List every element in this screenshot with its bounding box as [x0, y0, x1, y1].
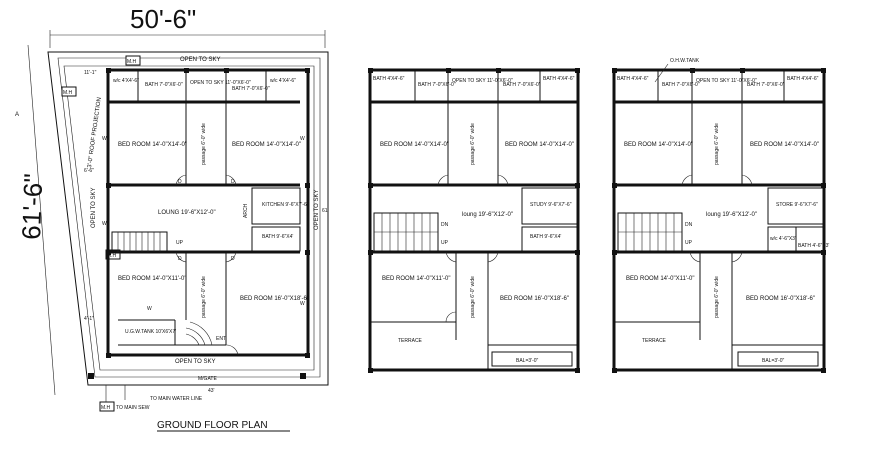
first-study-label: STUDY 9'-6"X7'-6" [530, 202, 572, 208]
manhole-3: M.H [107, 253, 117, 259]
ground-floor-plan: 50'-6" 61'-6" OPEN TO SKY OPEN TO SKY OP… [15, 4, 329, 432]
first-loung-label: loung 19'-6"X12'-0" [462, 212, 513, 218]
second-open-sky: OPEN TO SKY 11'-0"X6'-0" [696, 78, 757, 84]
section-mark: A [15, 112, 19, 118]
second-bed2-label: BED ROOM 14'-0"X14'-0" [750, 142, 819, 148]
first-dn-label: DN [441, 222, 449, 228]
open-to-sky-top: OPEN TO SKY [180, 57, 220, 63]
first-bath1-label: BATH 4'X4'-6" [373, 76, 405, 82]
first-bath4-label: BATH 4'X4'-6" [543, 76, 575, 82]
open-to-sky-bottom: OPEN TO SKY [175, 359, 215, 365]
open-to-sky-left: OPEN TO SKY [91, 188, 97, 228]
open-to-sky-right: OPEN TO SKY [314, 190, 320, 230]
second-dn-label: DN [685, 222, 693, 228]
first-stair [373, 212, 439, 252]
ground-window-4: W [300, 301, 305, 307]
second-bath2-label: BATH 7'-0"X6'-0" [662, 82, 700, 88]
ground-door-2: D [231, 179, 235, 185]
dim-6-6: 6'-6" [84, 168, 94, 174]
ground-door-1: D [178, 179, 182, 185]
ground-window-3: W [102, 221, 107, 227]
to-main-sew-label: TO MAIN SEW [116, 405, 150, 411]
second-bed4-label: BED ROOM 16'-0"X18'-6" [746, 296, 815, 302]
manhole-2: M.H [127, 59, 137, 65]
manhole-1: M.H [63, 90, 73, 96]
ground-passage-bottom: passage 6'-0" wide [201, 276, 207, 318]
roof-projection-label: 3'-0" ROOF PROJECTION [87, 97, 103, 168]
second-wc-label: w/c 4'-6"X3' [770, 236, 796, 242]
first-bed3-label: BED ROOM 14'-0"X11'-0" [382, 276, 450, 282]
ground-kitchen-label: KITCHEN 9'-6"X7'-6" [262, 202, 309, 208]
ground-bed4-label: BED ROOM 16'-0"X18'-6" [240, 296, 309, 302]
overall-depth-dimension: 61'-6" [16, 173, 48, 240]
first-balcony-label: BAL=3'-0" [516, 358, 539, 364]
ground-up-label: UP [176, 240, 184, 246]
second-up-label: UP [685, 240, 693, 246]
plot-depth-label: 61' [322, 208, 329, 214]
ground-window-5: W [147, 306, 152, 312]
ground-window-1: W [102, 136, 107, 142]
to-main-water-label: TO MAIN WATER LINE [150, 396, 203, 402]
first-bed2-label: BED ROOM 14'-0"X14'-0" [505, 142, 574, 148]
second-bath3-label: BATH 7'-0"X6'-0" [747, 82, 785, 88]
ground-bath-left-label: BATH 7'-0"X6'-0" [145, 82, 183, 88]
second-balcony-label: BAL=3'-0" [762, 358, 785, 364]
first-bath2-label: BATH 7'-0"X6'-0" [418, 82, 456, 88]
dim-4-1: 4'-1" [84, 316, 94, 322]
ground-bed1-label: BED ROOM 14'-0"X14'-0" [118, 142, 187, 148]
second-loung-label: loung 19'-6"X12'-0" [706, 212, 757, 218]
ground-wc-right-label: w/c 4'X4'-6" [270, 78, 296, 84]
ground-door-4: D [231, 256, 235, 262]
ground-open-sky-center: OPEN TO SKY 11'-0"X6'-0" [190, 80, 251, 86]
first-bath-mid-label: BATH 9'-6"X4' [530, 234, 561, 240]
second-terrace-label: TERRACE [642, 338, 667, 344]
ground-bed2-label: BED ROOM 14'-0"X14'-0" [232, 142, 301, 148]
manhole-4: M.H [101, 405, 111, 411]
second-passage-bottom: passage 6'-0" wide [714, 276, 720, 318]
first-up-label: UP [441, 240, 449, 246]
ground-arch-label: ARCH [243, 203, 249, 218]
ground-ugw-tank-label: U.G.W.TANK 10'X6'X7' [125, 329, 176, 335]
second-store-label: STORE 9'-6"X7'-6" [776, 202, 818, 208]
second-bed1-label: BED ROOM 14'-0"X14'-0" [624, 142, 693, 148]
second-bath-mid-label: BATH 4'-6"X3' [798, 243, 829, 249]
ground-wc-label: w/c 4'X4'-6" [113, 78, 139, 84]
first-bed1-label: BED ROOM 14'-0"X14'-0" [380, 142, 449, 148]
ground-loung-label: LOUNG 19'-6"X12'-0" [158, 210, 216, 216]
second-bed3-label: BED ROOM 14'-0"X11'-0" [626, 276, 694, 282]
first-open-sky: OPEN TO SKY 11'-0"X6'-0" [452, 78, 513, 84]
first-bath3-label: BATH 7'-0"X6'-0" [503, 82, 541, 88]
first-passage-top: passage 6'-0" wide [470, 123, 476, 165]
second-floor-plan: O.H.W.TANK BATH 4'X4'-6" BATH 7'-0"X6'-0… [612, 58, 829, 373]
second-passage-top: passage 6'-0" wide [714, 123, 720, 165]
first-bed4-label: BED ROOM 16'-0"X18'-6" [500, 296, 569, 302]
main-gate-label: M/GATE [198, 376, 217, 382]
first-passage-bottom: passage 6'-0" wide [470, 276, 476, 318]
first-terrace-label: TERRACE [398, 338, 423, 344]
ground-window-2: W [300, 136, 305, 142]
ground-bath-mid-label: BATH 9'-6"X4' [262, 234, 293, 240]
plot-width-label: 43' [208, 388, 215, 394]
second-bath1-label: BATH 4'X4'-6" [617, 76, 649, 82]
first-floor-plan: BATH 4'X4'-6" BATH 7'-0"X6'-0" OPEN TO S… [368, 68, 580, 373]
second-ohw-tank-label: O.H.W.TANK [670, 58, 700, 64]
ground-floor-plan-title: GROUND FLOOR PLAN [157, 420, 268, 431]
ground-ent-label: ENT [216, 336, 226, 342]
ground-bed3-label: BED ROOM 14'-0"X11'-0" [118, 276, 186, 282]
second-bath4-label: BATH 4'X4'-6" [787, 76, 819, 82]
second-stair [617, 212, 683, 252]
ground-door-3: D [178, 256, 182, 262]
ground-passage-top: passage 6'-0" wide [201, 123, 207, 165]
dim-11-1: 11'-1" [84, 70, 97, 76]
ground-bath-right-label: BATH 7'-0"X6'-0" [232, 86, 270, 92]
overall-width-dimension: 50'-6" [130, 4, 196, 34]
ground-stair [111, 231, 168, 253]
